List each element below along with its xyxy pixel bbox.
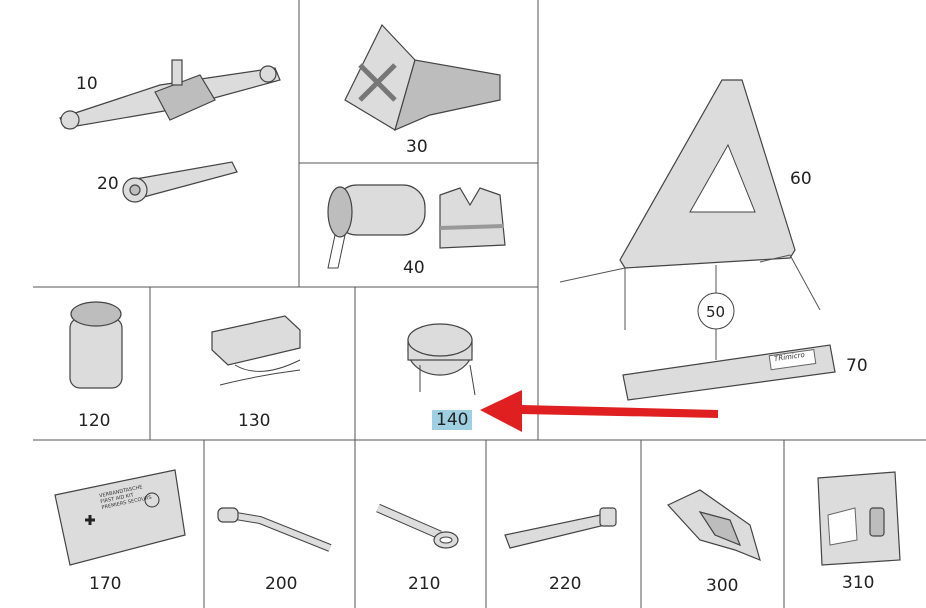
part-label-200[interactable]: 200 <box>265 574 298 594</box>
part-label-40[interactable]: 40 <box>403 258 425 278</box>
warning-triangle-icon <box>559 79 821 360</box>
part-label-120[interactable]: 120 <box>78 411 111 431</box>
part-label-210[interactable]: 210 <box>408 574 441 594</box>
triangle-case-icon <box>622 344 836 401</box>
part-label-130[interactable]: 130 <box>238 411 271 431</box>
part-label-170[interactable]: 170 <box>89 574 122 594</box>
adapter-tool-icon <box>667 489 761 562</box>
valve-repair-pack-icon <box>817 471 901 566</box>
wheel-chock-icon <box>344 23 501 132</box>
compressor-canister-icon <box>69 301 123 389</box>
part-label-300[interactable]: 300 <box>706 576 739 596</box>
tire-inflator-kit-icon <box>211 315 301 386</box>
part-label-310[interactable]: 310 <box>842 573 875 593</box>
part-label-20[interactable]: 20 <box>97 174 119 194</box>
grid-lines <box>33 0 926 608</box>
part-label-70[interactable]: 70 <box>846 356 868 376</box>
towing-eye-icon <box>376 503 459 549</box>
wheel-alignment-bolt-icon <box>504 507 617 549</box>
part-label-10[interactable]: 10 <box>76 74 98 94</box>
part-label-220[interactable]: 220 <box>549 574 582 594</box>
part-label-60[interactable]: 60 <box>790 169 812 189</box>
part-label-140-highlighted[interactable]: 140 <box>432 410 473 430</box>
spare-wheel-bag-icon <box>407 323 476 396</box>
part-label-50[interactable]: 50 <box>706 303 726 321</box>
bag-and-safety-vest-icon <box>327 184 506 269</box>
jack-crank-icon <box>122 161 238 203</box>
lug-wrench-icon <box>217 507 332 552</box>
red-arrow <box>480 390 718 432</box>
first-aid-kit-icon <box>54 469 186 566</box>
scissor-jack-icon <box>59 59 281 130</box>
part-label-30[interactable]: 30 <box>406 137 428 157</box>
